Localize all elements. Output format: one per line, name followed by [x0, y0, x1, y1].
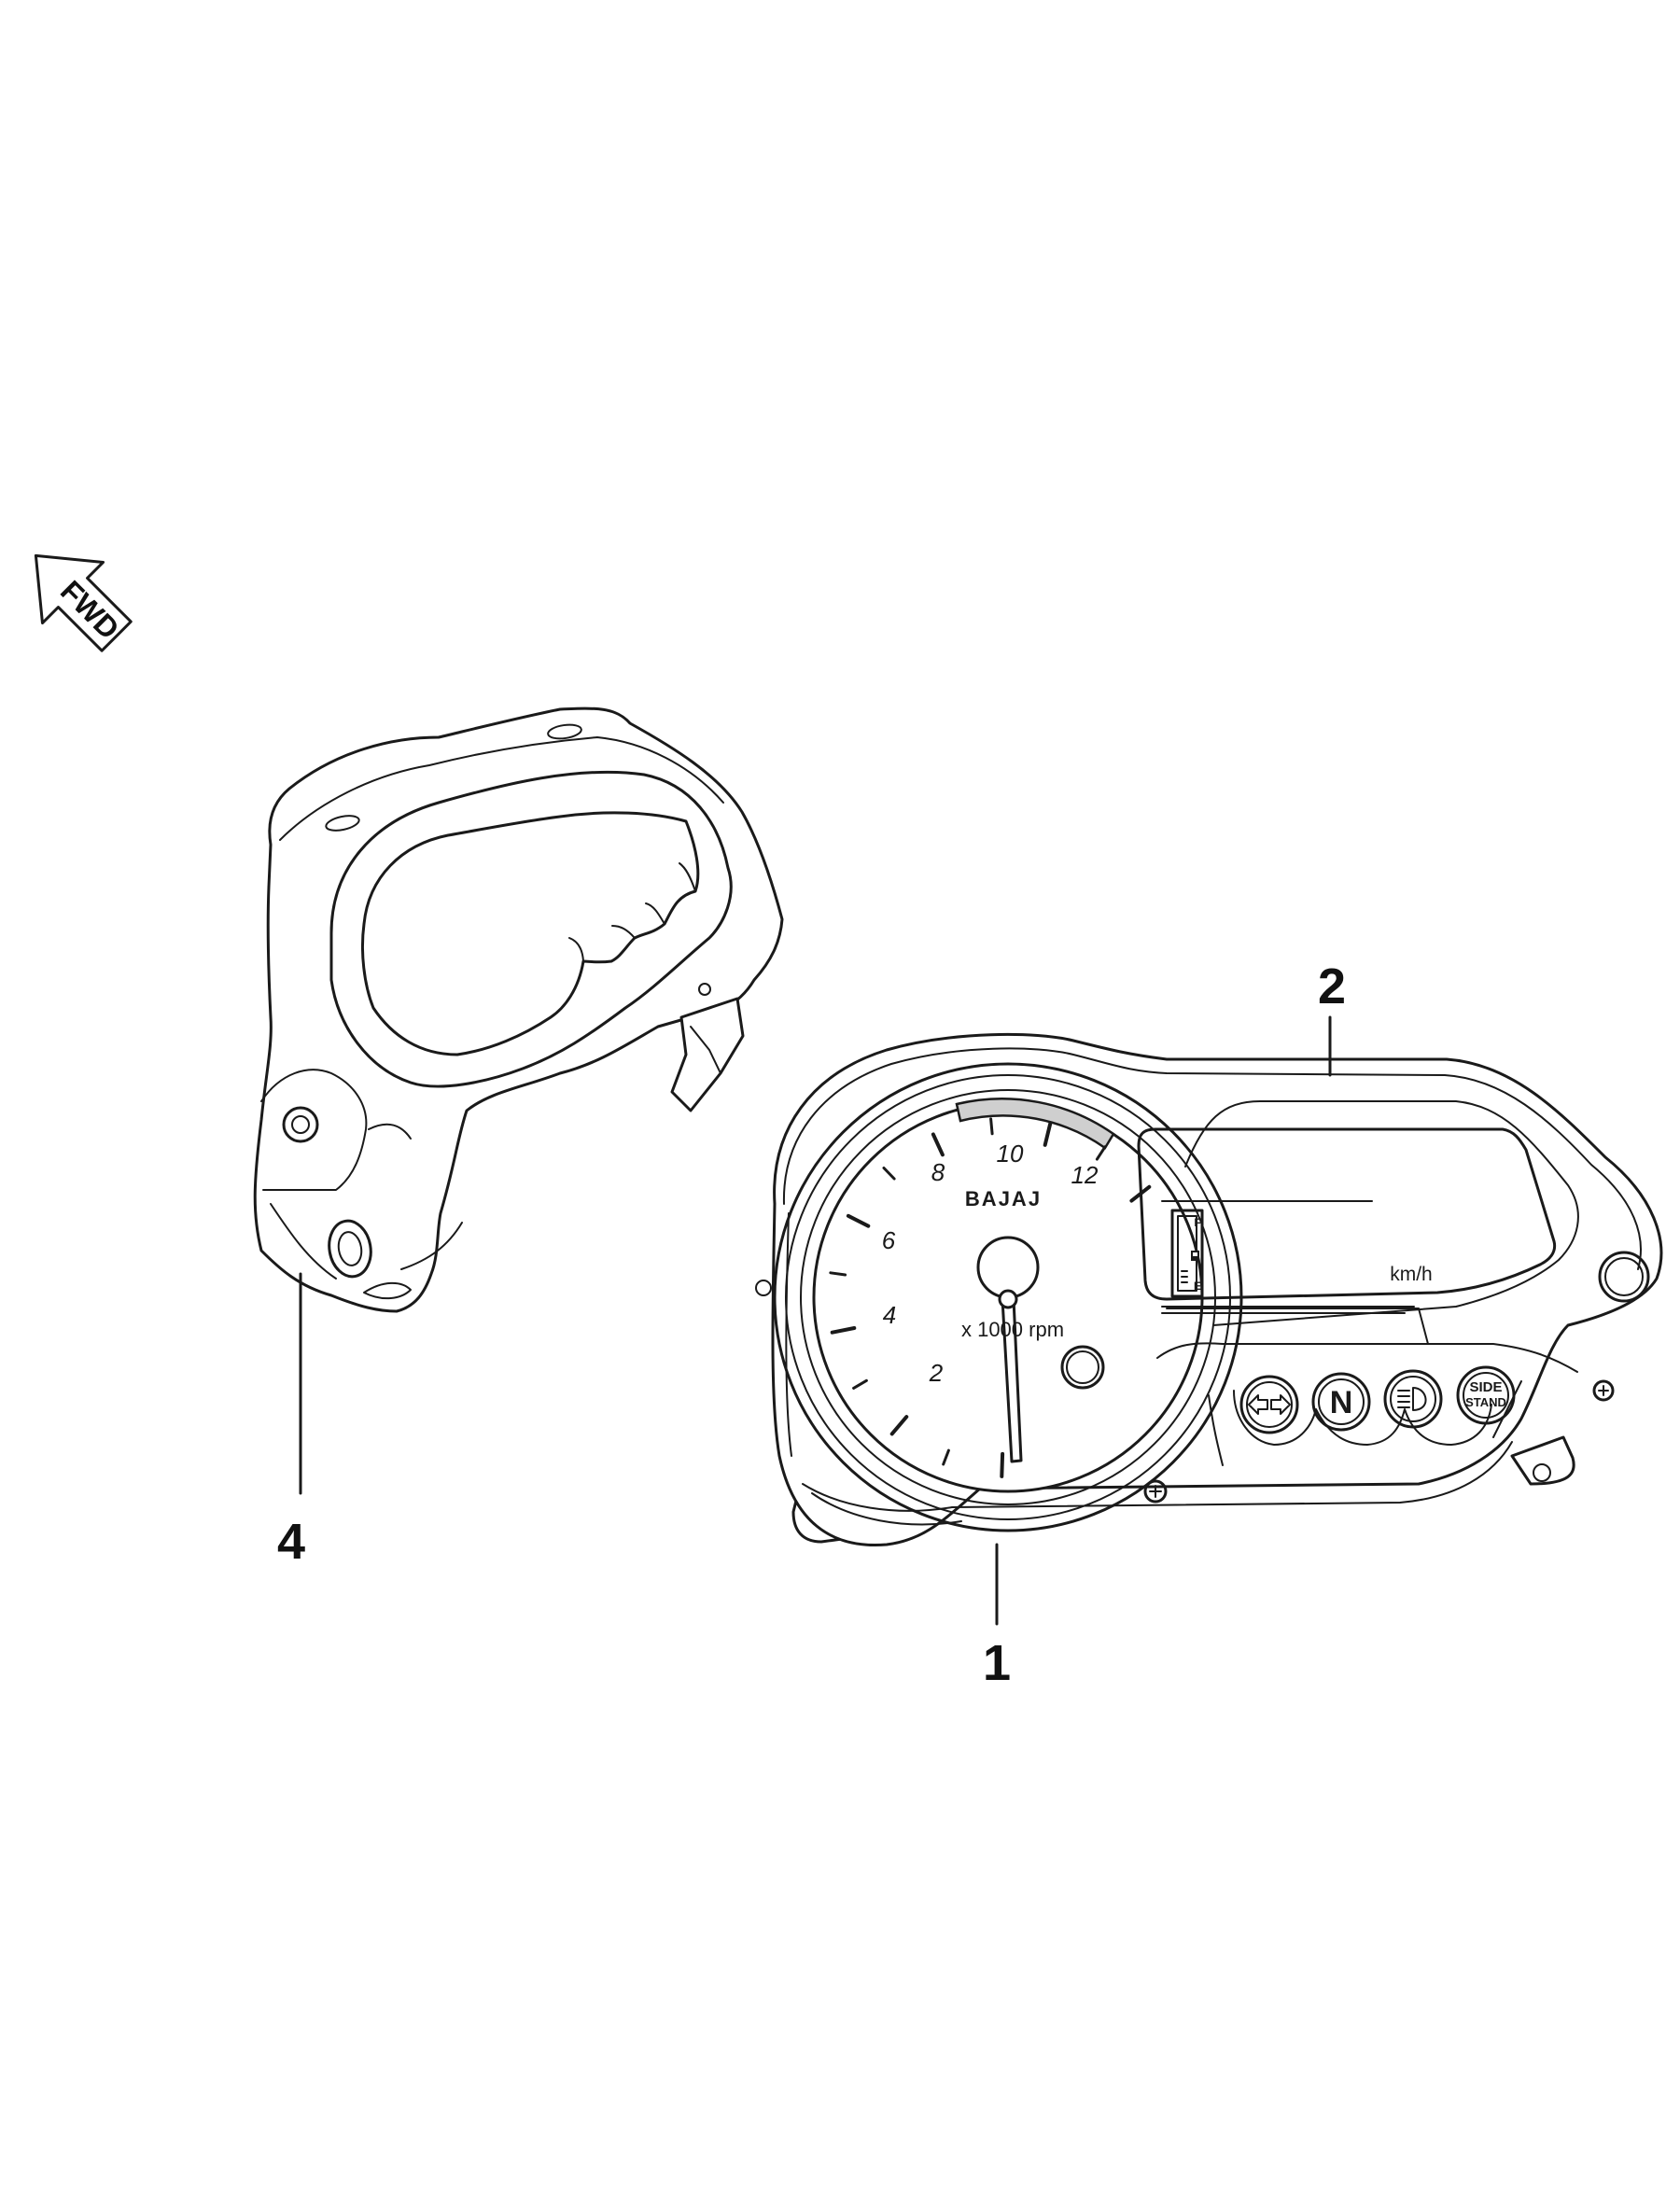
fuel-empty-label: E [1194, 1280, 1201, 1293]
cover-outer [253, 706, 784, 1313]
tacho-tick [882, 1167, 896, 1181]
tacho-tick [846, 1213, 871, 1228]
high-beam-icon [1397, 1387, 1427, 1411]
callout-4: 4 [277, 1514, 305, 1570]
tacho-tick [1095, 1145, 1107, 1161]
callout-1: 1 [983, 1635, 1011, 1691]
indicator-neutral-label: N [1330, 1385, 1353, 1420]
cover-window-inner [361, 811, 700, 1056]
lcd-window [1137, 1127, 1557, 1301]
tacho-needle-hub [976, 1236, 1040, 1299]
cover-window-outer [329, 770, 733, 1088]
indicator-side-stand-line2: STAND [1465, 1395, 1506, 1409]
tacho-number-12: 12 [1071, 1161, 1099, 1189]
speed-unit-label: km/h [1390, 1264, 1433, 1285]
brand-logo: BAJAJ [965, 1187, 1042, 1210]
turn-signal-icon [1248, 1394, 1291, 1415]
callout-2: 2 [1318, 958, 1346, 1014]
indicator-side-stand: SIDE STAND [1456, 1365, 1516, 1425]
fwd-arrow: FWD [34, 553, 133, 652]
tacho-tick [829, 1271, 847, 1277]
instrument-cover [253, 706, 784, 1313]
tacho-tick [989, 1117, 994, 1136]
instrument-cluster: 2 4 6 8 10 12 BAJAJ x 1000 rpm km/h F [755, 1032, 1663, 1547]
tacho-number-10: 10 [997, 1140, 1024, 1168]
tacho-tick [931, 1132, 945, 1157]
tacho-tick [830, 1326, 857, 1335]
tacho-number-4: 4 [883, 1301, 896, 1329]
fuel-gauge: F E [1170, 1209, 1204, 1298]
fwd-arrow-icon [34, 553, 133, 652]
indicator-high-beam [1383, 1369, 1443, 1429]
fuel-full-label: F [1194, 1216, 1200, 1229]
tacho-numbers: 2 4 6 8 10 12 [882, 1140, 1099, 1387]
trip-reset-knob [1060, 1345, 1105, 1390]
rpm-unit-label: x 1000 rpm [961, 1318, 1064, 1341]
tacho-tick [942, 1448, 950, 1466]
indicator-turn-signal [1239, 1375, 1299, 1434]
tacho-number-6: 6 [882, 1226, 896, 1254]
tacho-number-8: 8 [931, 1158, 945, 1186]
indicator-neutral: N [1311, 1372, 1371, 1432]
tacho-tick [852, 1378, 868, 1390]
tacho-tick [889, 1415, 909, 1436]
tacho-tick [1043, 1121, 1053, 1147]
indicator-lamps: N SIDE STAND [1233, 1365, 1516, 1446]
tacho-tick [1000, 1451, 1005, 1478]
indicator-side-stand-line1: SIDE [1469, 1379, 1502, 1395]
tacho-number-2: 2 [929, 1359, 944, 1387]
fuel-pump-icon [1191, 1251, 1199, 1261]
